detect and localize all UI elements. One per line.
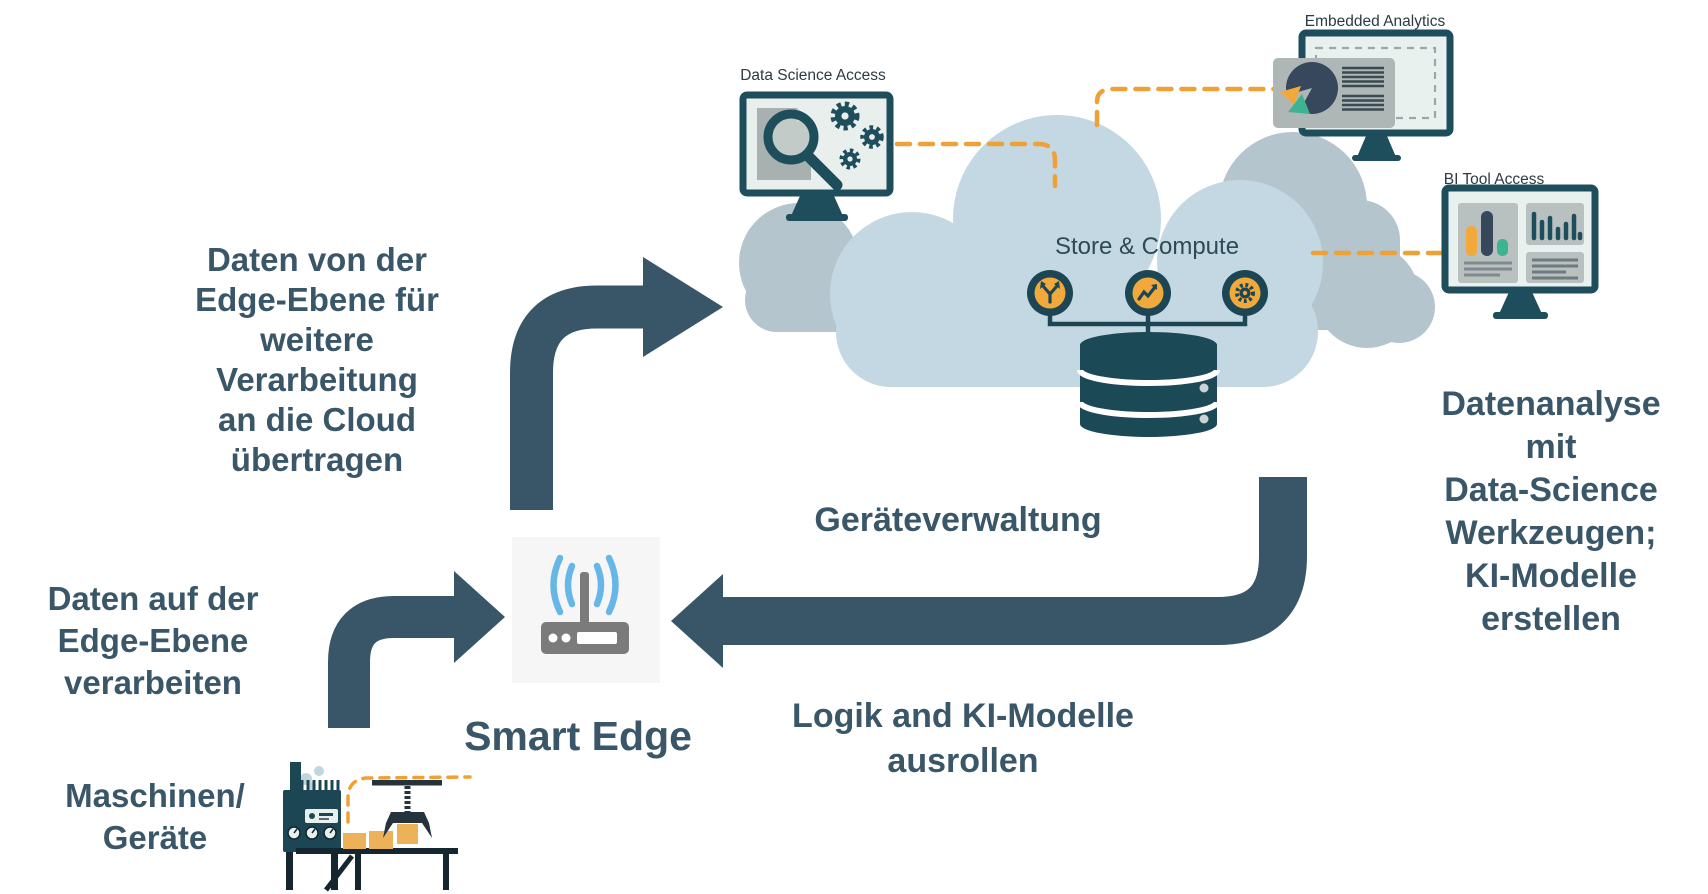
machines-icon <box>283 762 472 892</box>
gears-icon <box>830 101 884 170</box>
crate-icons <box>343 824 418 849</box>
magnifier-icon <box>763 109 843 191</box>
column-chart-icon <box>1531 211 1583 241</box>
annotation-analysis: Datenanalyse mit Data-Science Werkzeugen… <box>1441 385 1661 638</box>
service-branch <box>1027 270 1073 316</box>
service-gear <box>1222 270 1268 316</box>
bi-tool-access-label: BI Tool Access <box>1443 171 1545 188</box>
annotation-machines: Maschinen/ Geräte <box>65 777 245 856</box>
dashed-line-embedded <box>1094 86 1303 128</box>
branch-icon <box>1041 284 1059 304</box>
annotation-device-management: Geräteverwaltung <box>814 501 1102 539</box>
dashboard-text-lines <box>1342 66 1384 111</box>
service-trend <box>1125 270 1171 316</box>
embedded-analytics-label: Embedded Analytics <box>1304 13 1446 30</box>
dashed-line-machine <box>346 775 472 824</box>
router-icon <box>541 572 629 654</box>
robot-arm-icon <box>372 780 442 838</box>
bar-chart-icon <box>1466 211 1508 256</box>
data-science-monitor <box>739 91 894 221</box>
dashed-connectors <box>894 86 1445 256</box>
gear-icon <box>1235 283 1255 303</box>
gauges-icon <box>287 826 337 840</box>
wifi-waves-icon <box>550 554 619 616</box>
arrow-cloud-to-edge <box>671 477 1307 668</box>
annotation-deploy: Logik and KI-Modelle ausrollen <box>792 697 1134 780</box>
annotation-upload: Daten von der Edge-Ebene für weitere Ver… <box>195 241 439 478</box>
arrow-edge-to-cloud <box>510 257 723 510</box>
data-science-access-label: Data Science Access <box>740 67 886 84</box>
store-compute-label: Store & Compute <box>1054 233 1240 260</box>
embedded-analytics-monitor <box>1273 29 1454 161</box>
bi-tool-monitor <box>1441 184 1599 319</box>
dashed-line-data-science <box>894 141 1058 189</box>
database-icon <box>1077 332 1220 437</box>
smart-edge-tile <box>512 537 660 683</box>
trend-icon <box>1137 285 1157 301</box>
pie-chart-icon <box>1280 62 1338 114</box>
annotation-process-on-edge: Daten auf der Edge-Ebene verarbeiten <box>47 580 259 701</box>
arrow-machines-to-edge <box>328 571 505 728</box>
smart-edge-label: Smart Edge <box>464 713 692 759</box>
